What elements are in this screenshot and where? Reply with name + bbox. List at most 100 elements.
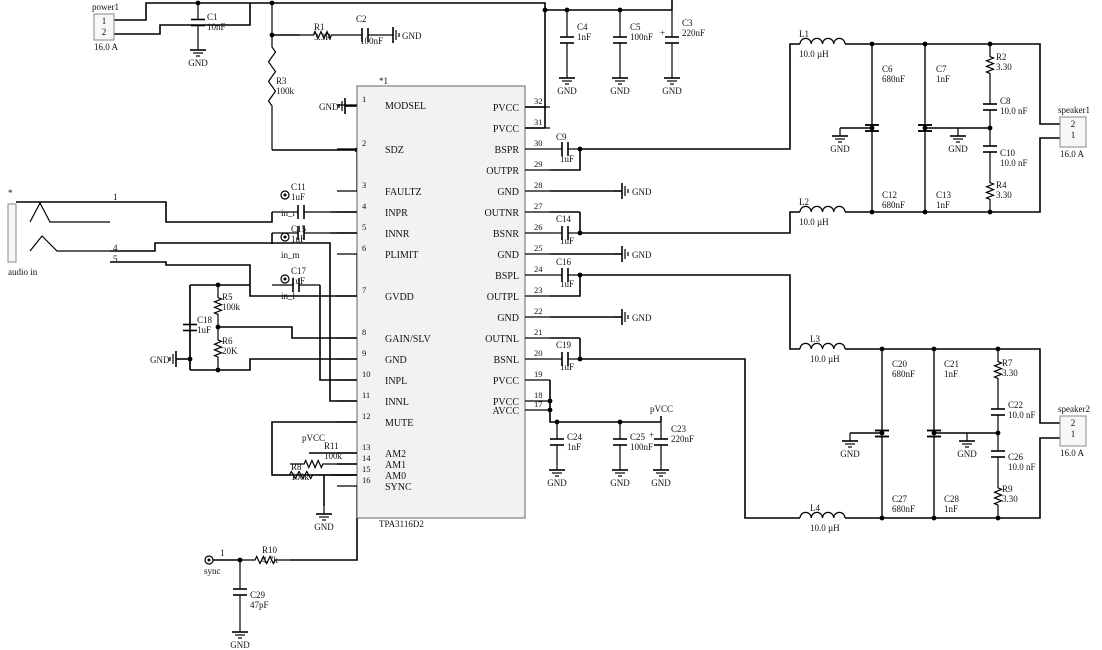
connector-speaker1[interactable]	[1059, 116, 1087, 148]
value-l3: 10.0 µH	[810, 354, 840, 364]
audio-jack[interactable]	[7, 201, 110, 263]
gnd-label: GND	[402, 31, 422, 41]
resistor-r11[interactable]	[290, 459, 337, 469]
wire	[550, 149, 581, 171]
capacitor-c10[interactable]	[983, 128, 997, 170]
wire	[580, 43, 800, 150]
ic-pin-number: 28	[534, 180, 543, 190]
capacitor-c13[interactable]	[918, 44, 932, 212]
inductor-l3[interactable]	[799, 342, 846, 350]
wire	[845, 437, 1060, 519]
capacitor-c1[interactable]	[191, 3, 205, 42]
capacitor-c14[interactable]	[550, 226, 580, 240]
capacitor-c16[interactable]	[550, 268, 580, 282]
ref-c12: C12	[882, 190, 897, 200]
inductor-l1[interactable]	[799, 37, 846, 45]
ic-pin-name-6: PLIMIT	[385, 250, 418, 261]
ref-c1: C1	[207, 12, 218, 22]
gnd-label: GND	[314, 522, 334, 532]
ground-symbol	[190, 42, 206, 57]
value-c3: 220nF	[682, 28, 705, 38]
gnd-label: GND	[662, 86, 682, 96]
capacitor-c15[interactable]	[272, 226, 330, 240]
ic-pin-number: 31	[534, 117, 543, 127]
ic-pin-name-7: GVDD	[385, 292, 414, 303]
capacitor-c8[interactable]	[983, 86, 997, 128]
capacitor-c22[interactable]	[991, 391, 1005, 433]
capacitor-c27[interactable]	[875, 349, 889, 518]
resistor-r10[interactable]	[240, 555, 290, 565]
connector-speaker2[interactable]	[1059, 415, 1087, 447]
test-point[interactable]	[204, 555, 214, 565]
capacitor-c5[interactable]	[613, 10, 627, 70]
test-point[interactable]	[280, 274, 290, 284]
value-r1: 3.3R	[314, 32, 331, 42]
connector-pin-number: 2	[1071, 119, 1076, 129]
ic-pin-number: 20	[534, 348, 543, 358]
ref-c8: C8	[1000, 96, 1011, 106]
test-point[interactable]	[280, 232, 290, 242]
ic-pin-name-10: INPL	[385, 376, 407, 387]
ic-pin-name-4: INPR	[385, 208, 408, 219]
ic-pin-name-20: BSNL	[493, 355, 519, 366]
gnd-label: GND	[610, 478, 630, 488]
resistor-r6[interactable]	[212, 327, 224, 370]
capacitor-c17[interactable]	[272, 278, 320, 292]
ic-pin-number: 1	[362, 94, 366, 104]
ic-tpa3116d2[interactable]	[337, 85, 550, 519]
value-c28: 1nF	[944, 504, 958, 514]
capacitor-c29[interactable]	[233, 560, 247, 624]
inductor-l2[interactable]	[799, 205, 846, 213]
resistor-r2[interactable]	[984, 44, 996, 86]
ic-pin-number: 21	[534, 327, 543, 337]
capacitor-c23[interactable]	[654, 422, 668, 462]
ref-l4: L4	[810, 503, 820, 513]
capacitor-c26[interactable]	[991, 433, 1005, 475]
ref-r11: R11	[324, 441, 339, 451]
resistor-r8[interactable]	[272, 470, 330, 480]
wire	[550, 275, 581, 297]
ic-pin-number: 9	[362, 348, 366, 358]
capacitor-c28[interactable]	[927, 349, 941, 518]
connector-pin-number: 1	[1071, 429, 1076, 439]
ground-symbol	[950, 128, 966, 143]
capacitor-c19[interactable]	[550, 352, 580, 366]
capacitor-c11[interactable]	[272, 205, 330, 219]
ground-symbol	[614, 246, 629, 262]
resistor-r7[interactable]	[992, 349, 1004, 391]
labels: *1TPA3116D2MODSEL1SDZ2FAULTZ3INPR4INNR5P…	[8, 2, 1090, 650]
resistor-r1[interactable]	[300, 29, 345, 41]
ref-r9: R9	[1002, 484, 1013, 494]
capacitor-c9[interactable]	[550, 142, 580, 156]
resistor-r9[interactable]	[992, 475, 1004, 518]
gnd-label: GND	[651, 478, 671, 488]
inductor-l4[interactable]	[799, 511, 846, 519]
capacitor-c25[interactable]	[613, 422, 627, 462]
ref-c10: C10	[1000, 148, 1016, 158]
ic-pin-number: 18	[534, 390, 543, 400]
wire	[16, 201, 273, 223]
ic-pin-name-9: GND	[385, 355, 407, 366]
connector-pin-number: 1	[102, 16, 107, 26]
capacitor-c24[interactable]	[550, 422, 564, 462]
capacitor-c4[interactable]	[560, 10, 574, 70]
value-c21: 1nF	[944, 369, 958, 379]
capacitor-c3[interactable]	[665, 10, 679, 70]
capacitor-c12[interactable]	[865, 44, 879, 212]
value-r6: 20K	[222, 346, 238, 356]
connector-power1[interactable]	[93, 13, 115, 41]
ic-ref: *1	[379, 76, 388, 86]
ic-pin-name-12: MUTE	[385, 418, 413, 429]
ref-c4: C4	[577, 22, 588, 32]
capacitor-c18[interactable]	[183, 285, 197, 370]
capacitor-c2[interactable]	[345, 28, 385, 42]
ref-power1: power1	[92, 2, 119, 12]
value-r8: 100k	[291, 472, 310, 482]
gnd-label: GND	[632, 250, 652, 260]
resistor-r3[interactable]	[267, 3, 277, 150]
value-c8: 10.0 nF	[1000, 106, 1028, 116]
test-point[interactable]	[280, 190, 290, 200]
resistor-r5[interactable]	[212, 285, 224, 327]
resistor-r4[interactable]	[984, 170, 996, 212]
ref-r4: R4	[996, 180, 1007, 190]
